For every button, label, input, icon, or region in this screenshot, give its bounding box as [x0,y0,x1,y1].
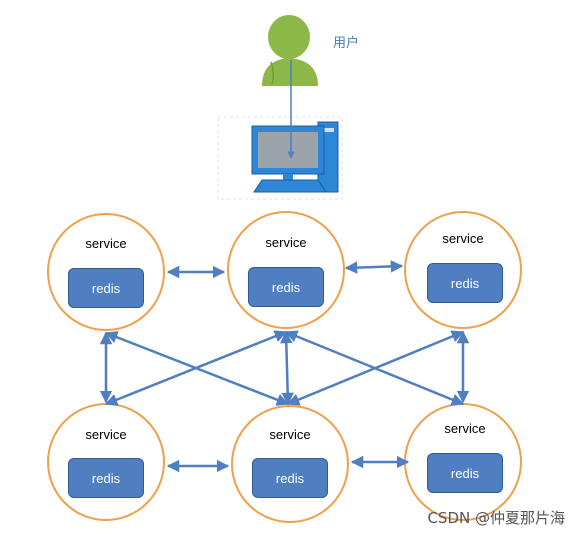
watermark: CSDN @仲夏那片海 [427,509,565,527]
service-label-4: service [85,427,127,442]
redis-box-6: redis [427,453,503,493]
arrow-2-5 [280,330,294,406]
redis-box-5: redis [252,458,328,498]
service-label-5: service [269,427,311,442]
connections [99,260,470,473]
arrow-3-5 [286,330,465,406]
service-label-3: service [442,231,484,246]
redis-box-1: redis [68,268,144,308]
redis-box-3: redis [427,263,503,303]
redis-box-2: redis [248,267,324,307]
redis-box-4: redis [68,458,144,498]
service-label-2: service [265,235,307,250]
arrow-2-3 [344,260,404,274]
service-label-6: service [444,421,486,436]
user-label: 用户 [333,36,360,51]
computer-icon [217,116,343,200]
arrow-2-4 [104,330,288,406]
service-label-1: service [85,236,127,251]
user-icon [262,15,318,86]
